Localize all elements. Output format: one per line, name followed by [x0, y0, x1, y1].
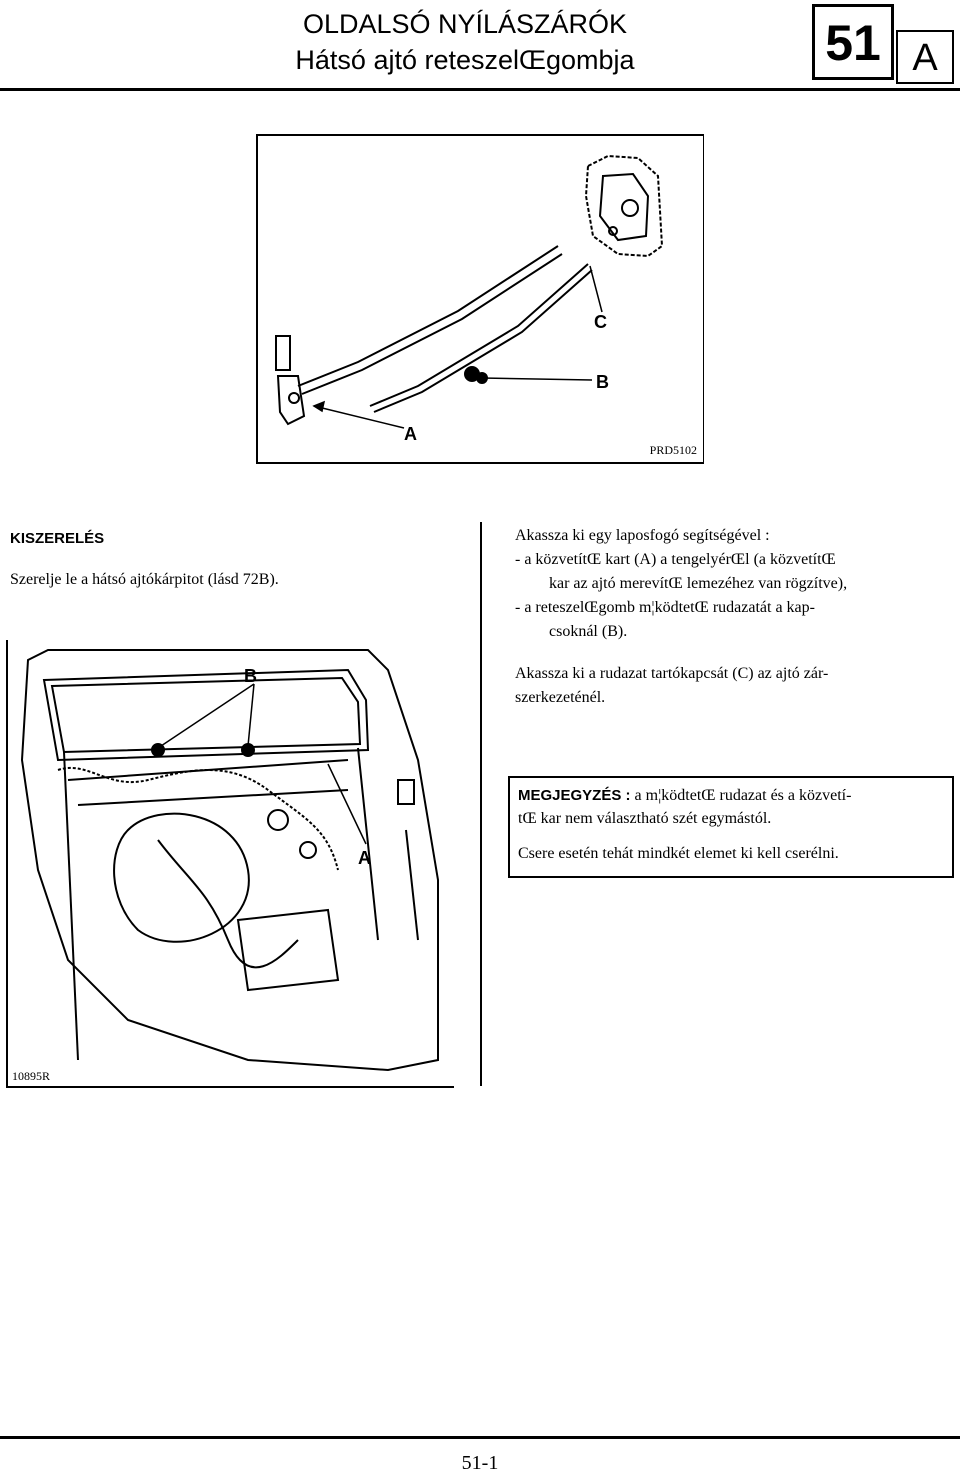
note-label: MEGJEGYZÉS : [518, 787, 631, 804]
section-heading: KISZERELÉS [10, 530, 105, 547]
callout-b: B [596, 372, 609, 392]
figure-lock-rod: C B A PRD5102 [256, 134, 704, 464]
column-divider [480, 522, 482, 1086]
note-line-3: Csere esetén tehát mindkét elemet ki kel… [518, 845, 839, 862]
door-panel-drawing: B A [20, 649, 439, 1072]
note-box: MEGJEGYZÉS : a m¦ködtetŒ rudazat és a kö… [508, 776, 954, 878]
instruction-bullet-1: - a közvetítŒ kart (A) a tengelyérŒl (a … [515, 551, 836, 568]
note-text-1: a m¦ködtetŒ rudazat és a közvetí- [630, 787, 852, 804]
section-number-box: 51 [812, 4, 894, 80]
section-letter-box: A [896, 30, 954, 84]
page-number: 51-1 [461, 1452, 499, 1474]
callout-c: C [594, 312, 607, 332]
lock-rod-drawing: C B A [275, 154, 664, 444]
footer-rule [0, 1436, 960, 1439]
page-subtitle: Hátsó ajtó reteszelŒgombja [295, 45, 635, 75]
figure-reference: PRD5102 [649, 443, 697, 457]
callout-a: A [404, 424, 417, 444]
header-rule [0, 88, 960, 91]
instruction-bullet-2: - a reteszelŒgomb m¦ködtetŒ rudazatát a … [515, 599, 815, 616]
note-line-1: MEGJEGYZÉS : a m¦ködtetŒ rudazat és a kö… [518, 784, 944, 807]
instruction-intro: Akassza ki egy laposfogó segítségével : [515, 527, 770, 544]
instruction-bullet-2-cont: csoknál (B). [549, 623, 628, 640]
callout-a: A [358, 848, 371, 868]
figure-door-panel: B A 10895R [6, 640, 454, 1088]
instruction-para-2-cont: szerkezeténél. [515, 689, 606, 706]
figure-reference: 10895R [12, 1069, 51, 1083]
removal-instruction: Szerelje le a hátsó ajtókárpitot (lásd 7… [10, 571, 279, 588]
note-line-2: tŒ kar nem választható szét egymástól. [518, 810, 772, 827]
callout-b: B [244, 666, 257, 686]
instruction-para-2: Akassza ki a rudazat tartókapcsát (C) az… [515, 665, 829, 682]
page-title: OLDALSÓ NYÍLÁSZÁRÓK [302, 9, 628, 39]
instruction-bullet-1-cont: kar az ajtó merevítŒ lemezéhez van rögzí… [549, 575, 848, 592]
